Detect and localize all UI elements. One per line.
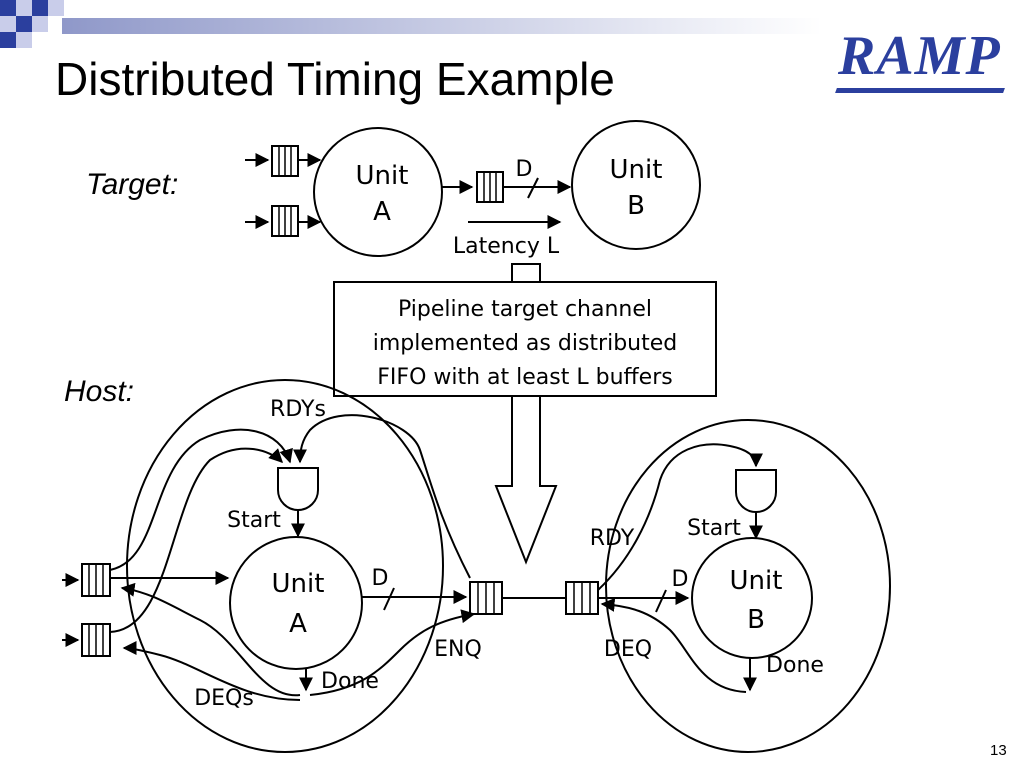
host-label: Host:: [64, 375, 135, 408]
d-a-label: D: [372, 566, 389, 591]
callout-line-1: Pipeline target channel: [398, 297, 652, 322]
host-unit-b-line2: B: [747, 605, 765, 635]
callout-box: Pipeline target channel implemented as d…: [333, 281, 717, 397]
host-partition-a: [126, 379, 444, 753]
callout-line-2: implemented as distributed: [373, 331, 677, 356]
rdys-label: RDYs: [270, 397, 326, 422]
target-input-fifo-2: [245, 205, 322, 237]
ramp-logo-underline: [835, 88, 1005, 93]
slide-title: Distributed Timing Example: [55, 53, 615, 105]
deqs-label: DEQs: [194, 686, 254, 711]
header-gradient-bar: [62, 18, 822, 34]
target-unit-b: [571, 120, 701, 250]
done-b-label: Done: [766, 653, 824, 678]
target-label: Target:: [86, 168, 179, 201]
target-diagram: Unit A D Unit B Latency L: [245, 120, 701, 259]
target-channel-fifo: [476, 171, 504, 203]
target-unit-a-line1: Unit: [356, 161, 409, 191]
and-gate-b: [735, 469, 777, 513]
latency-label: Latency L: [453, 234, 560, 259]
enq-label: ENQ: [434, 637, 482, 662]
target-input-fifo-1: [245, 145, 322, 177]
host-unit-a-line2: A: [289, 609, 307, 639]
d-b-label: D: [672, 567, 689, 592]
target-unit-a: [313, 127, 443, 257]
host-diagram: RDYs Start Unit A D: [62, 379, 891, 753]
host-unit-b-line1: Unit: [730, 566, 783, 596]
host-unit-a: [229, 536, 363, 670]
page-number: 13: [990, 742, 1007, 759]
host-input-fifo-1: [62, 563, 230, 597]
target-unit-b-line2: B: [627, 191, 645, 221]
done-a-label: Done: [321, 669, 379, 694]
callout-line-3: FIFO with at least L buffers: [377, 365, 672, 390]
corner-decoration: [0, 0, 822, 48]
start-a-label: Start: [227, 508, 281, 533]
and-gate-a: [277, 467, 319, 511]
host-unit-b: [691, 537, 813, 659]
ramp-logo: RAMP: [838, 25, 1001, 87]
host-unit-a-line1: Unit: [272, 569, 325, 599]
target-delay-tick: [527, 177, 539, 199]
host-partition-b: [605, 419, 891, 753]
start-b-label: Start: [687, 516, 741, 541]
rdy-label: RDY: [590, 526, 635, 551]
target-unit-b-line1: Unit: [610, 155, 663, 185]
target-delay-label: D: [516, 157, 533, 182]
target-unit-a-line2: A: [373, 197, 391, 227]
deq-label: DEQ: [604, 637, 652, 662]
host-channel-fifo-b: [565, 581, 599, 615]
host-input-fifo-2: [62, 623, 111, 657]
host-channel-fifo-a: [469, 581, 503, 615]
